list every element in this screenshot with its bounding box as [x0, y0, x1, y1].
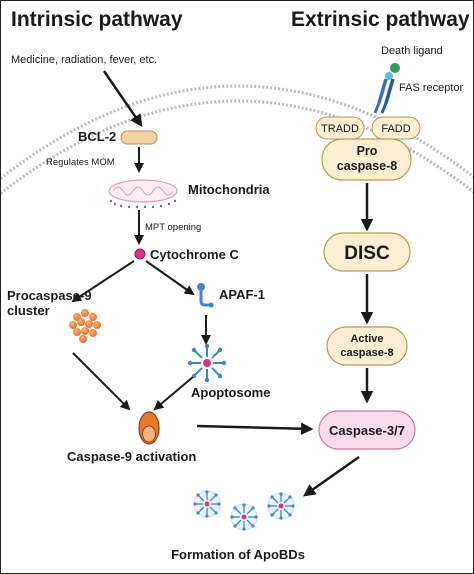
extrinsic-pathway-title: Extrinsic pathway [291, 8, 470, 31]
cytochrome-to-procaspase-arrow [71, 260, 135, 303]
procaspase-label-line2: cluster [7, 303, 50, 318]
mpt-opening-label: MPT opening [145, 222, 201, 233]
fadd-label: FADD [381, 123, 410, 135]
cytochrome-c-icon [134, 248, 146, 260]
intrinsic-pathway-title: Intrinsic pathway [11, 8, 183, 31]
procaspase-cluster-icon [69, 309, 101, 343]
procaspase-to-caspase9-arrow [72, 352, 131, 411]
bcl2-icon [120, 130, 158, 145]
caspase9-to-caspase37-arrow [196, 422, 314, 435]
active-caspase8-label-line2: caspase-8 [340, 347, 393, 359]
procaspase-label-line1: Procaspase-9 [7, 288, 92, 303]
caspase37-label: Caspase-3/7 [329, 423, 405, 438]
caspase9-icon [138, 411, 160, 445]
cytochrome-c-label: Cytochrome C [150, 247, 239, 262]
active-caspase8-label-line1: Active [350, 333, 383, 345]
pro-caspase8-box [321, 138, 412, 181]
bcl2-label: BCL-2 [78, 129, 116, 144]
apoptosome-label: Apoptosome [191, 385, 270, 400]
disc-box [323, 232, 411, 272]
apaf1-icon [197, 283, 214, 308]
trigger-arrow [102, 70, 143, 128]
fas-receptor-label: FAS receptor [399, 82, 464, 94]
apoptosome-icon [187, 343, 227, 383]
pro-caspase8-label-line1: Pro [357, 144, 378, 158]
apobd-formation-label: Formation of ApoBDs [171, 547, 305, 562]
cell-membrane [1, 84, 473, 196]
cytochrome-to-apaf-arrow [145, 260, 195, 296]
disc-label: DISC [344, 243, 390, 264]
caspase37-box [318, 410, 416, 450]
regulates-mom-label: Regulates MOM [46, 157, 115, 168]
caspase37-to-apobd-arrow [302, 455, 360, 497]
apoptosome-to-caspase9-arrow [153, 376, 194, 411]
fas-receptor-icon [373, 63, 400, 114]
caspase9-activation-label: Caspase-9 activation [67, 449, 196, 464]
mitochondria-icon [108, 179, 178, 209]
pro-caspase8-label-line2: caspase-8 [337, 159, 398, 173]
active-caspase8-box [326, 326, 408, 366]
death-ligand-label: Death ligand [381, 45, 443, 57]
mitochondria-label: Mitochondria [188, 182, 270, 197]
trigger-label: Medicine, radiation, fever, etc. [11, 54, 157, 66]
tradd-label: TRADD [321, 123, 359, 135]
apaf1-label: APAF-1 [219, 287, 265, 302]
apobd-cluster-icon [193, 490, 295, 531]
